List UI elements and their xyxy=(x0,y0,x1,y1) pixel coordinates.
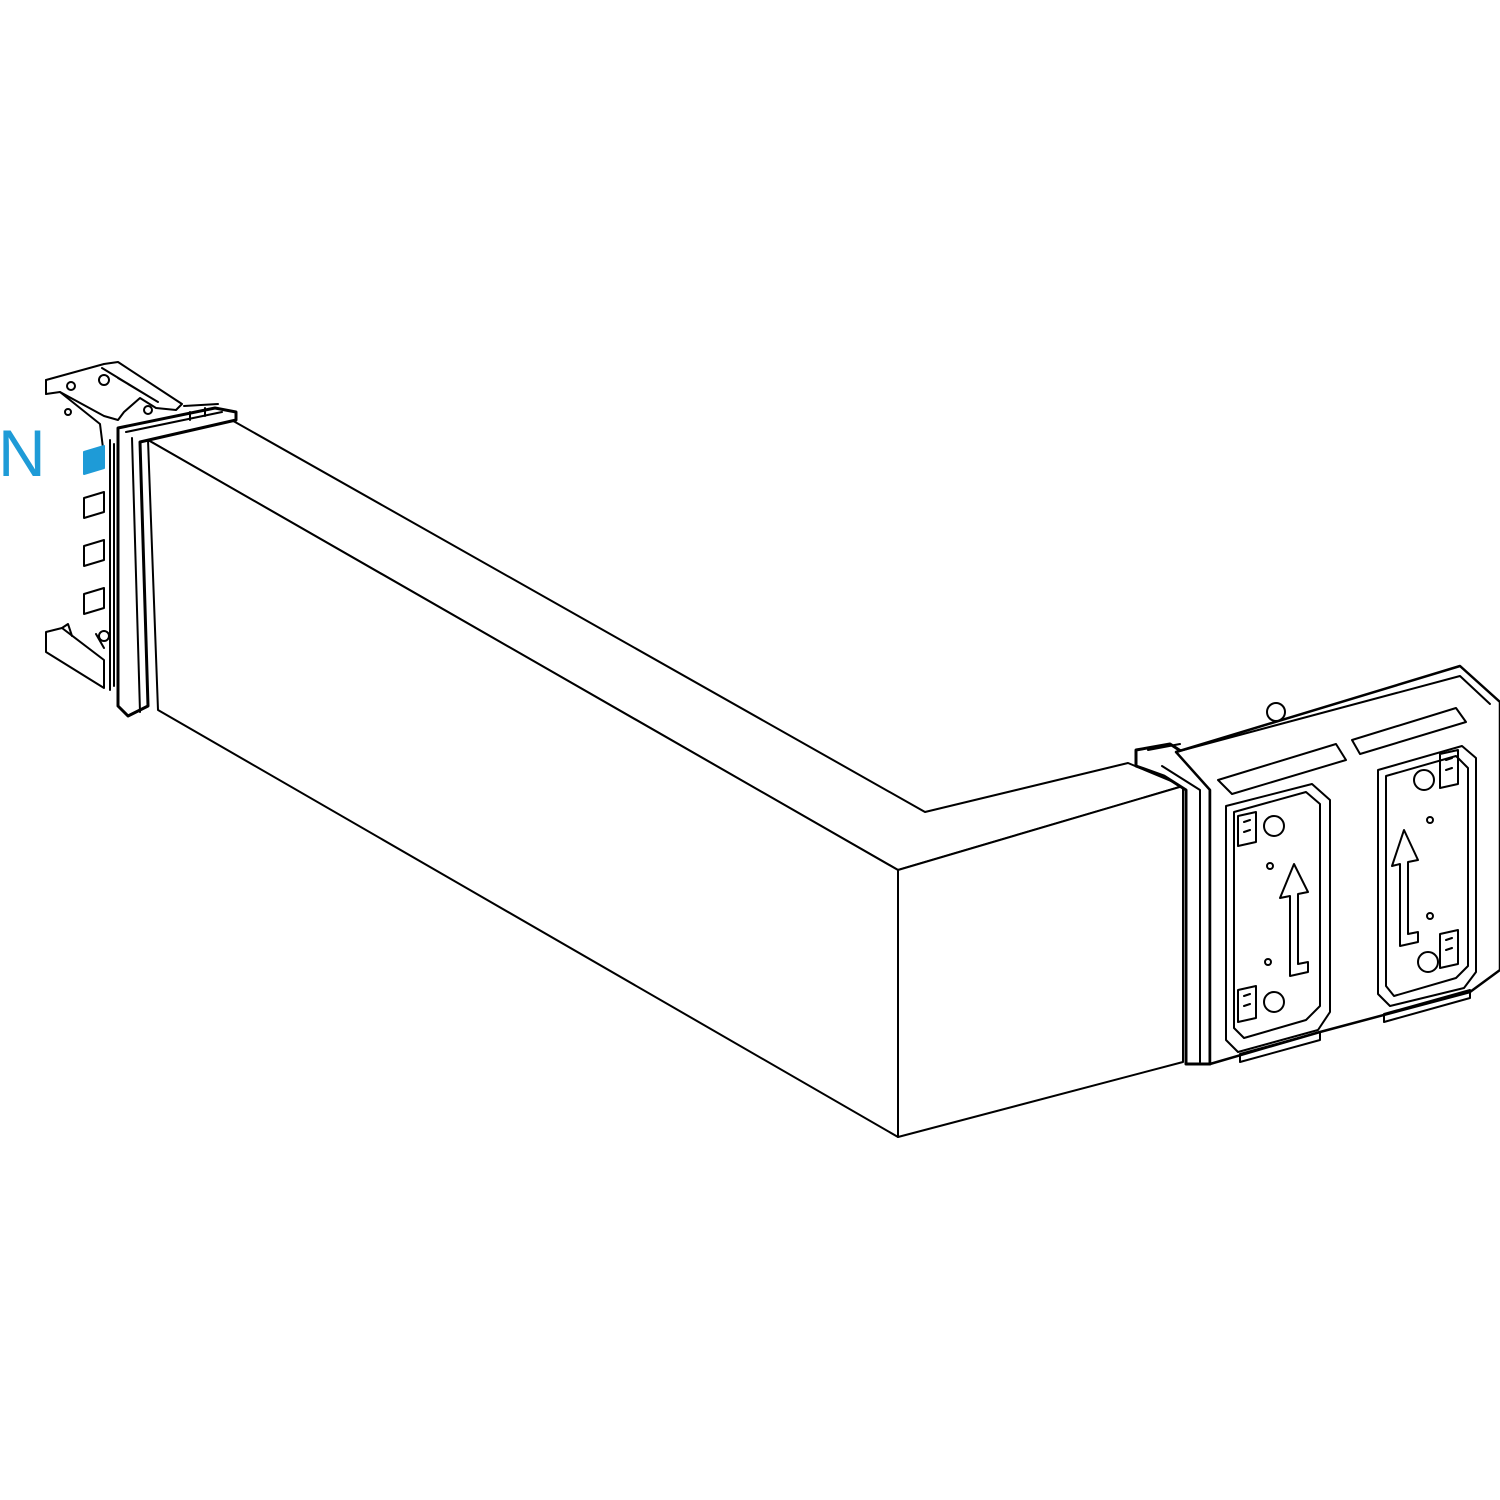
arrow-up-icon xyxy=(1279,863,1309,977)
right-end-connector xyxy=(1174,664,1500,1066)
left-flange xyxy=(109,403,238,718)
bolt-icon xyxy=(1413,769,1435,791)
elbow-housing xyxy=(147,417,1184,1138)
fixing-plate-2 xyxy=(1377,745,1477,1007)
elbow-right-front-face xyxy=(897,785,1184,1138)
fixing-plate-1 xyxy=(1225,783,1331,1053)
neutral-label: N xyxy=(0,416,46,490)
bolt-icon xyxy=(1263,815,1285,837)
left-end-bracket xyxy=(45,361,183,689)
bolt-icon xyxy=(1417,951,1439,973)
arrow-up-icon xyxy=(1391,829,1419,947)
neutral-bar xyxy=(83,445,105,475)
bolt-icon xyxy=(1263,991,1285,1013)
